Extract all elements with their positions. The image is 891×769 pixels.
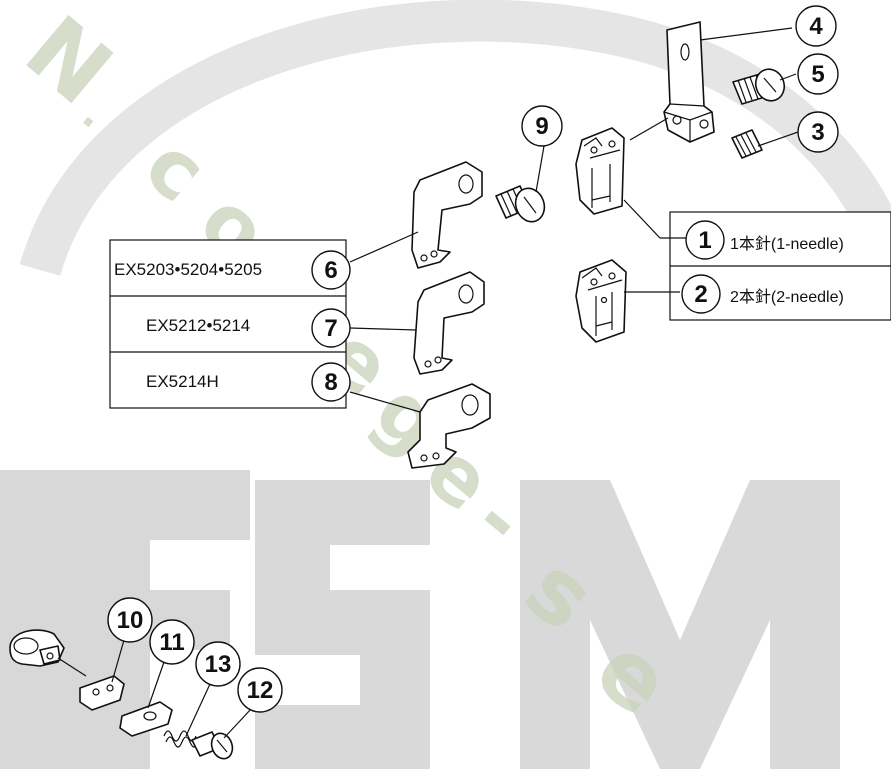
- part-12-screw: [191, 731, 234, 760]
- svg-text:12: 12: [247, 677, 274, 704]
- label-table-left: EX5203•5204•5205 EX5212•5214 EX5214H: [109, 239, 347, 409]
- callouts: 4 5 3 9 1 2 6 7: [107, 5, 839, 713]
- watermark-arc: [19, 0, 891, 277]
- callout-13: 13: [195, 641, 241, 687]
- clamp-assembly: [9, 629, 87, 677]
- callout-2: 2: [681, 274, 721, 314]
- svg-text:3: 3: [811, 119, 824, 146]
- svg-text:8: 8: [324, 369, 337, 396]
- label-part-7: EX5212•5214: [146, 316, 250, 335]
- label-part-2: 2本針(2-needle): [730, 288, 844, 306]
- callout-5: 5: [797, 53, 839, 95]
- part-1-guide: [575, 127, 625, 215]
- part-6-plate: [411, 161, 483, 269]
- callout-8: 8: [311, 362, 351, 402]
- watermark-letter: N: [6, 0, 131, 125]
- svg-text:11: 11: [159, 629, 184, 656]
- svg-text:6: 6: [324, 257, 337, 284]
- callout-6: 6: [311, 250, 351, 290]
- callout-10: 10: [107, 597, 153, 643]
- callout-1: 1: [685, 220, 725, 260]
- label-part-6: EX5203•5204•5205: [114, 260, 262, 279]
- label-part-1: 1本針(1-needle): [730, 235, 844, 253]
- svg-text:7: 7: [324, 315, 337, 342]
- callout-3: 3: [797, 111, 839, 153]
- svg-text:10: 10: [117, 607, 144, 634]
- part-5-screw: [732, 68, 786, 105]
- callout-12: 12: [237, 667, 283, 713]
- leader-lines: [111, 27, 799, 739]
- part-10-plate: [79, 675, 125, 711]
- part-8-plate: [407, 383, 491, 469]
- part-7-plate: [413, 271, 485, 375]
- svg-text:2: 2: [694, 281, 707, 308]
- callout-11: 11: [149, 619, 195, 665]
- label-part-8: EX5214H: [146, 372, 219, 391]
- part-13-spring: [163, 730, 199, 748]
- part-2-guide: [575, 259, 627, 343]
- watermark-logo: [0, 470, 840, 769]
- svg-text:13: 13: [205, 651, 232, 678]
- svg-text:4: 4: [809, 13, 823, 40]
- callout-9: 9: [521, 105, 563, 147]
- callout-4: 4: [795, 5, 837, 47]
- callout-7: 7: [311, 308, 351, 348]
- part-3-set-screw: [731, 129, 763, 159]
- part-4-bracket: [663, 21, 715, 143]
- svg-text:1: 1: [698, 227, 711, 254]
- svg-text:9: 9: [535, 113, 548, 140]
- svg-text:5: 5: [811, 61, 824, 88]
- part-9-screw: [495, 185, 546, 223]
- part-11-plate: [119, 701, 173, 737]
